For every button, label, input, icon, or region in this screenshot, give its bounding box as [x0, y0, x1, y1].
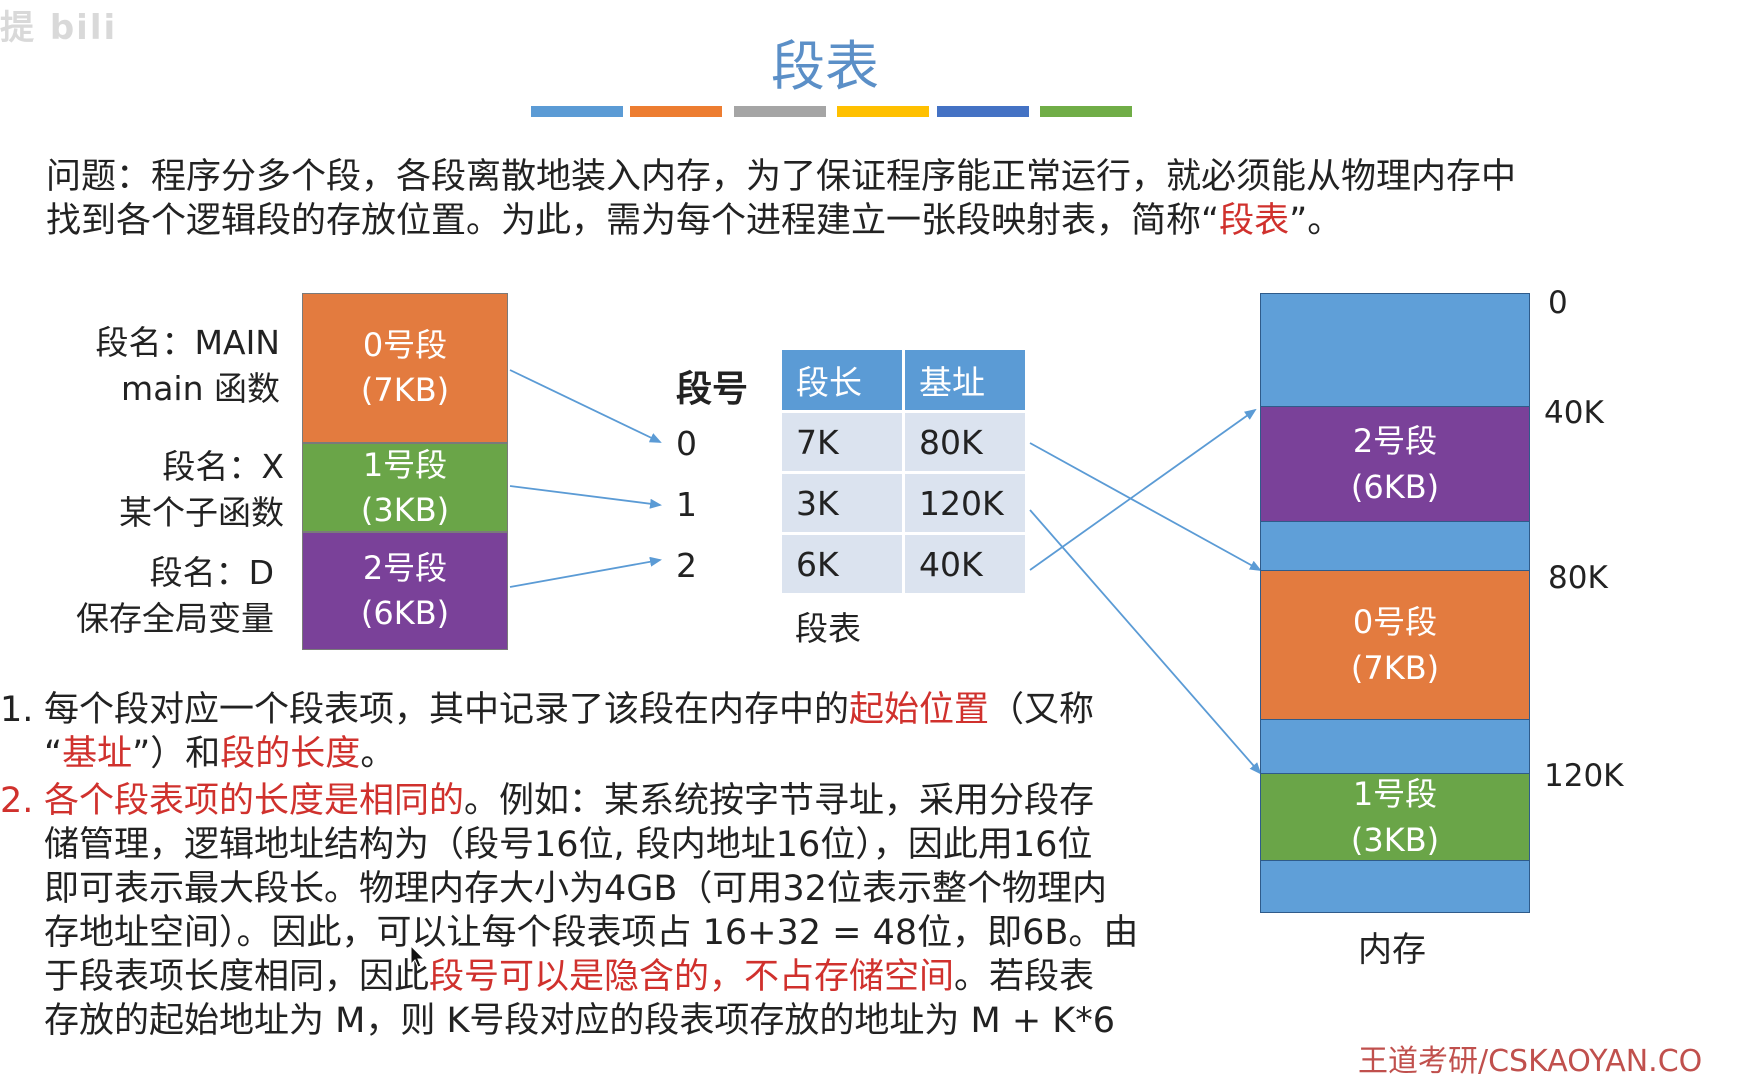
intro-text-end: ”。 [1289, 201, 1343, 241]
text: 。 [360, 734, 396, 774]
cell-base: 120K [903, 472, 1028, 535]
highlight-length: 段的长度 [220, 734, 361, 774]
item2-line3: 即可表示最大段长。物理内存大小为4GB（可用32位表示整个物理内 [44, 869, 1107, 909]
memory-segment-title: 2号段 [1352, 422, 1438, 460]
program-segment-0: 0号段 (7KB) [302, 293, 508, 443]
segment-title: 1号段 [362, 445, 448, 484]
stripe-gray [734, 106, 826, 117]
memory-segment-title: 0号段 [1352, 603, 1438, 641]
text: 。例如：某系统按字节寻址，采用分段存 [464, 781, 1095, 821]
item-number: 1. [0, 690, 34, 730]
segment-2-label: 段名：D 保存全局变量 [40, 550, 274, 642]
memory-segment-2: 2号段 (6KB) [1260, 406, 1530, 522]
address-120k: 120K [1544, 758, 1624, 794]
column-header-length: 段长 [782, 350, 905, 413]
explanation-item-1: 1. 每个段对应一个段表项，其中记录了该段在内存中的起始位置（又称 “基址”）和… [0, 688, 1184, 776]
arrow-entry2-to-40k [1029, 408, 1257, 571]
stripe-green [1040, 106, 1132, 117]
item2-line2: 储管理，逻辑地址结构为（段号16位, 段内地址16位），因此用16位 [44, 825, 1093, 865]
segment-desc: 某个子函数 [119, 493, 284, 532]
segment-desc: 保存全局变量 [76, 599, 274, 638]
explanation-item-2: 2. 各个段表项的长度是相同的。例如：某系统按字节寻址，采用分段存 储管理，逻辑… [0, 779, 1184, 1043]
segment-table: 段长 基址 7K 80K 3K 120K 6K 40K [782, 350, 1028, 596]
text: 。若段表 [954, 957, 1095, 997]
text: “ [44, 734, 63, 774]
cell-base: 40K [903, 533, 1028, 596]
segment-index-2: 2 [676, 546, 697, 585]
memory-segment-0: 0号段 (7KB) [1260, 570, 1530, 720]
cell-base: 80K [903, 411, 1028, 474]
memory-segment-size: (6KB) [1350, 468, 1440, 506]
memory-segment-size: (3KB) [1350, 821, 1440, 859]
cell-length: 7K [782, 411, 905, 474]
page-title: 段表 [771, 35, 879, 98]
program-segment-2: 2号段 (6KB) [302, 532, 508, 650]
arrow-entry1-to-120k [1029, 509, 1262, 775]
segment-size: (6KB) [360, 594, 450, 632]
highlight-start-position: 起始位置 [849, 690, 990, 730]
segment-index-0: 0 [676, 424, 697, 463]
table-row: 7K 80K [782, 411, 1028, 474]
cell-length: 3K [782, 472, 905, 535]
intro-paragraph: 问题：程序分多个段，各段离散地装入内存，为了保证程序能正常运行，就必须能从物理内… [46, 155, 1646, 243]
mouse-cursor-icon [410, 945, 426, 968]
text: ”）和 [132, 734, 221, 774]
intro-line-2: 找到各个逻辑段的存放位置。为此，需为每个进程建立一张段映射表，简称“段表”。 [46, 199, 1646, 243]
segment-index-1: 1 [676, 485, 697, 524]
segment-desc: main 函数 [121, 369, 280, 408]
table-header-row: 段长 基址 [782, 350, 1028, 413]
segment-title: 0号段 [362, 326, 448, 364]
segment-name: 段名：D [149, 553, 274, 592]
table-row: 3K 120K [782, 472, 1028, 535]
highlight-base: 基址 [62, 734, 133, 774]
item2-line6: 存放的起始地址为 M，则 K号段对应的段表项存放的地址为 M + K*6 [44, 1001, 1116, 1041]
segment-name: 段名：MAIN [95, 323, 280, 362]
segment-index-header: 段号 [676, 369, 749, 410]
item2-line5: 于段表项长度相同，因此段号可以是隐含的，不占存储空间。若段表 [44, 955, 1184, 999]
item1-line2: “基址”）和段的长度。 [44, 732, 1184, 776]
item1-line1: 每个段对应一个段表项，其中记录了该段在内存中的起始位置（又称 [44, 688, 1184, 732]
stripe-orange [630, 106, 722, 117]
arrow-seg1-to-index1 [509, 485, 662, 509]
memory-segment-1: 1号段 (3KB) [1260, 773, 1530, 861]
intro-text: 找到各个逻辑段的存放位置。为此，需为每个进程建立一张段映射表，简称“ [46, 201, 1220, 241]
table-row: 6K 40K [782, 533, 1028, 596]
memory-segment-title: 1号段 [1352, 775, 1438, 813]
intro-highlight: 段表 [1219, 201, 1290, 241]
intro-line-1: 问题：程序分多个段，各段离散地装入内存，为了保证程序能正常运行，就必须能从物理内… [46, 157, 1517, 197]
memory-caption: 内存 [1358, 930, 1426, 970]
memory-segment-size: (7KB) [1350, 649, 1440, 687]
stripe-darkblue [937, 106, 1029, 117]
address-40k: 40K [1544, 395, 1604, 431]
segment-name: 段名：X [162, 447, 284, 486]
segment-title: 2号段 [362, 549, 448, 587]
arrows-layer [509, 369, 1262, 775]
stripe-yellow [837, 106, 929, 117]
highlight-implicit-index: 段号可以是隐含的，不占存储空间 [429, 957, 955, 997]
segment-0-label: 段名：MAIN main 函数 [40, 320, 280, 412]
arrow-entry0-to-80k [1029, 442, 1262, 571]
text: 每个段对应一个段表项，其中记录了该段在内存中的 [44, 690, 850, 730]
cell-length: 6K [782, 533, 905, 596]
watermark: 提 bili [0, 8, 118, 48]
arrow-seg2-to-index2 [509, 556, 662, 588]
arrow-seg0-to-index0 [509, 369, 662, 443]
address-80k: 80K [1548, 560, 1608, 596]
text: 于段表项长度相同，因此 [44, 957, 430, 997]
segment-size: (7KB) [360, 371, 450, 409]
segment-size: (3KB) [360, 490, 450, 529]
item-number: 2. [0, 781, 34, 821]
address-0: 0 [1548, 285, 1568, 321]
program-segment-1: 1号段 (3KB) [302, 443, 508, 532]
column-header-base: 基址 [903, 350, 1028, 413]
text: （又称 [989, 690, 1095, 730]
segment-table-caption: 段表 [795, 609, 861, 648]
stripe-blue [531, 106, 623, 117]
footer-brand: 王道考研/CSKAOYAN.CO [1358, 1044, 1703, 1079]
segment-1-label: 段名：X 某个子函数 [40, 444, 284, 536]
highlight-same-length: 各个段表项的长度是相同的 [44, 781, 465, 821]
item2-line1: 各个段表项的长度是相同的。例如：某系统按字节寻址，采用分段存 [44, 779, 1184, 823]
item2-line4: 存地址空间）。因此，可以让每个段表项占 16+32 = 48位，即6B。由 [44, 913, 1139, 953]
